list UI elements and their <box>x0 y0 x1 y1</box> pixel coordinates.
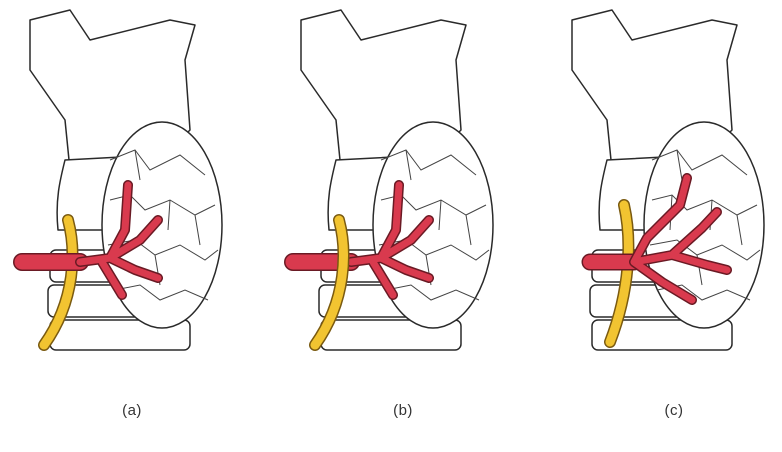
panel-a-caption: (a) <box>102 402 162 419</box>
panel-c: (c) <box>552 0 782 452</box>
panel-c-drawing <box>552 0 782 400</box>
panel-a: (a) <box>10 0 250 452</box>
panel-b: (b) <box>281 0 521 452</box>
panel-a-drawing <box>10 0 250 400</box>
panel-b-caption: (b) <box>373 402 433 419</box>
panel-c-caption: (c) <box>644 402 704 419</box>
panel-b-drawing <box>281 0 521 400</box>
